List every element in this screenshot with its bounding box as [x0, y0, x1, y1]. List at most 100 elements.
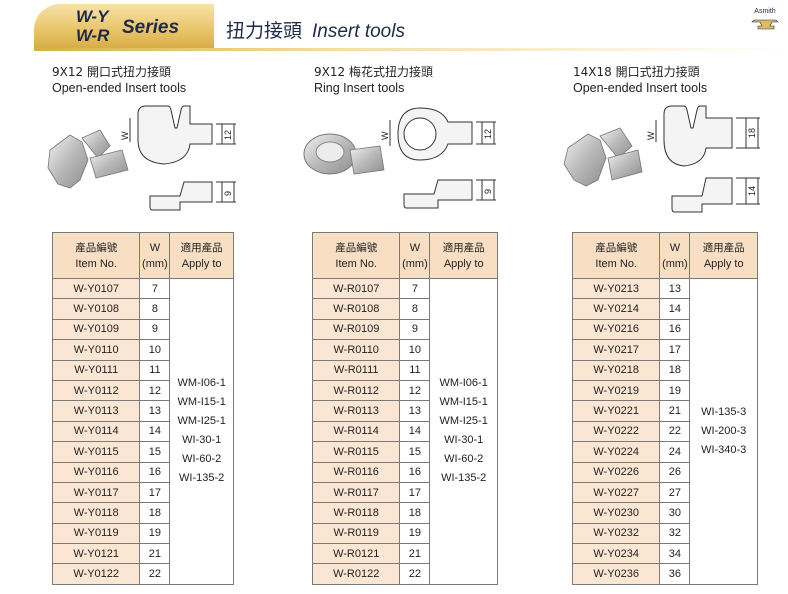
open-ended-insert-14x18-illustration: W 18 14 — [563, 105, 760, 213]
open-ended-14x18-photo — [563, 127, 643, 187]
open-ended-insert-photo — [47, 129, 129, 189]
col-item-en: Item No. — [595, 257, 637, 270]
apply-to-model: WI-135-3 — [701, 405, 747, 418]
width-cell: 14 — [139, 420, 171, 443]
item-no-cell: W-Y0219 — [571, 379, 661, 402]
section-1-caption-zh: 9X12 開口式扭力接頭 — [52, 65, 171, 79]
item-no-cell: W-Y0217 — [571, 339, 661, 361]
width-cell: 17 — [139, 481, 171, 504]
item-no-cell: W-Y0110 — [51, 339, 141, 361]
item-no-cell: W-Y0234 — [571, 543, 661, 565]
col-w-label: W — [669, 241, 681, 254]
item-no-cell: W-Y0224 — [571, 441, 661, 463]
dim-w-label-3: W — [646, 131, 656, 140]
section-3-caption: 14X18 開口式扭力接頭 Open-ended Insert tools — [573, 64, 707, 96]
dim-b-marker-3 — [736, 177, 760, 205]
open-ended-14x18-top-view — [655, 105, 733, 167]
dim-b-marker-1 — [216, 181, 236, 203]
apply-to-model: WI-200-3 — [701, 424, 747, 437]
open-ended-14x18-side-view — [671, 177, 733, 213]
apply-to-model: WI-135-2 — [179, 472, 225, 485]
item-no-cell: W-R0119 — [311, 522, 401, 545]
width-cell: 7 — [139, 277, 171, 300]
width-cell: 12 — [399, 379, 431, 402]
col-w-label: W — [409, 241, 421, 254]
page-title-zh: 扭力接頭 — [226, 20, 303, 42]
col-w-header: W(mm) — [659, 232, 691, 279]
width-cell: 17 — [659, 339, 691, 361]
width-cell: 18 — [399, 502, 431, 524]
item-no-cell: W-Y0226 — [571, 461, 661, 483]
col-apply-en: Apply to — [181, 257, 222, 270]
col-item-en: Item No. — [335, 257, 377, 270]
width-cell: 11 — [139, 359, 171, 381]
series-word: Series — [122, 17, 180, 38]
item-no-cell: W-R0111 — [311, 359, 401, 381]
width-cell: 22 — [399, 563, 431, 585]
item-no-cell: W-Y0227 — [571, 481, 661, 504]
col-apply-en: Apply to — [443, 257, 484, 270]
width-cell: 34 — [659, 543, 691, 565]
section-1-caption: 9X12 開口式扭力接頭 Open-ended Insert tools — [52, 64, 186, 96]
logo-text: Asmith — [754, 8, 776, 15]
page-title-en: Insert tools — [312, 21, 405, 42]
item-no-cell: W-Y0115 — [51, 441, 141, 463]
width-cell: 16 — [139, 461, 171, 483]
item-no-cell: W-Y0107 — [51, 277, 141, 300]
item-no-cell: W-R0122 — [311, 563, 401, 585]
width-cell: 10 — [139, 339, 171, 361]
width-cell: 15 — [399, 441, 431, 463]
apply-to-model: WM-I15-1 — [439, 396, 488, 409]
ring-insert-illustration: W 12 9 — [303, 107, 496, 209]
section-1-caption-en: Open-ended Insert tools — [52, 81, 187, 95]
apply-to-model: WI-30-1 — [182, 434, 222, 447]
item-no-cell: W-R0118 — [311, 502, 401, 524]
apply-to-model: WM-I06-1 — [439, 377, 488, 390]
item-no-cell: W-Y0113 — [51, 400, 141, 422]
apply-to-model: WI-135-2 — [441, 472, 487, 485]
item-no-cell: W-Y0216 — [571, 318, 661, 341]
width-cell: 27 — [659, 481, 691, 504]
item-no-cell: W-Y0230 — [571, 502, 661, 524]
width-cell: 16 — [399, 461, 431, 483]
item-no-cell: W-Y0218 — [571, 359, 661, 381]
apply-to-model: WM-I25-1 — [177, 415, 226, 428]
brand-logo: Asmith — [748, 8, 782, 38]
width-cell: 8 — [399, 298, 431, 320]
width-cell: 16 — [659, 318, 691, 341]
open-ended-top-view — [129, 105, 213, 165]
width-cell: 8 — [139, 298, 171, 320]
width-cell: 24 — [659, 441, 691, 463]
dim-w-label-2: W — [380, 131, 390, 140]
width-cell: 19 — [659, 379, 691, 402]
width-cell: 22 — [659, 420, 691, 443]
ring-side-view — [403, 179, 473, 209]
page-title: 扭力接頭 Insert tools — [226, 16, 405, 43]
